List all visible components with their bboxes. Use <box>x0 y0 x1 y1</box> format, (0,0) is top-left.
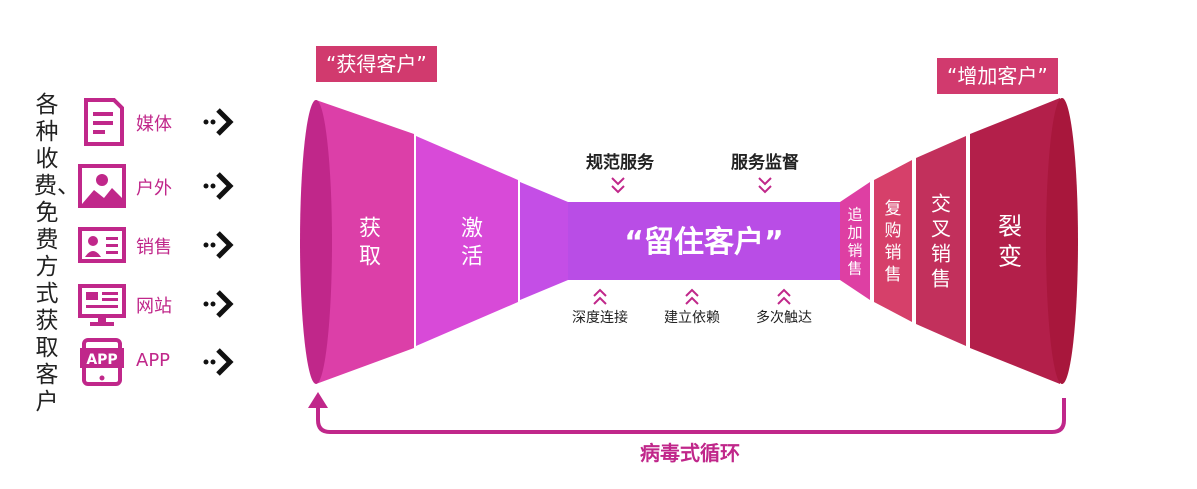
document-icon <box>84 98 124 146</box>
monitor-icon <box>78 284 126 326</box>
chevron-right-icon <box>203 172 234 200</box>
stage-label: 追加销售 <box>847 205 862 277</box>
right-funnel <box>840 98 1078 384</box>
stage-label: 激活 <box>461 217 483 270</box>
stage-label: 交叉销售 <box>931 192 951 291</box>
stage-label: 复购销售 <box>885 199 902 285</box>
down-arrow-icon <box>758 177 772 194</box>
output-label: 建立依赖 <box>664 310 720 326</box>
stage-label: 获取 <box>359 217 381 270</box>
stage-label: 裂变 <box>998 212 1022 270</box>
input-label: 服务监督 <box>731 152 799 173</box>
channel-label: 媒体 <box>136 114 172 135</box>
channel-media: 媒体 <box>78 98 238 146</box>
channel-label: APP <box>136 350 171 371</box>
output-label: 深度连接 <box>572 309 628 326</box>
left-funnel <box>300 100 568 384</box>
chevron-right-icon <box>203 231 234 259</box>
loop-arrow <box>316 398 1066 434</box>
loop-label: 病毒式循环 <box>640 441 740 465</box>
channel-website: 网站 <box>78 280 238 328</box>
svg-text:APP: APP <box>86 352 117 368</box>
up-arrow-icon <box>685 288 699 305</box>
chevron-right-icon <box>203 348 234 376</box>
up-arrow-icon <box>777 288 791 305</box>
channel-label: 户外 <box>136 178 172 199</box>
chevron-right-icon <box>203 290 234 318</box>
channel-label: 销售 <box>136 237 172 258</box>
acquire-tag: “获得客户” <box>316 46 437 82</box>
chevron-right-icon <box>203 108 234 136</box>
retain-label: “留住客户” <box>624 225 783 260</box>
up-arrowhead-icon <box>308 392 328 408</box>
up-arrow-icon <box>593 288 607 305</box>
id-card-icon <box>78 227 126 263</box>
channel-sales: 销售 <box>78 221 238 269</box>
image-icon <box>78 164 126 208</box>
output-label: 多次触达 <box>756 309 812 326</box>
grow-tag: “增加客户” <box>937 58 1058 94</box>
channel-label: 网站 <box>136 296 172 317</box>
left-title: 各种收费、免费方式获取客户 <box>34 92 80 415</box>
channel-app: APP APP <box>78 338 238 386</box>
channel-outdoor: 户外 <box>78 162 238 210</box>
down-arrow-icon <box>611 177 625 194</box>
retain-tube <box>568 202 840 280</box>
tablet-app-icon: APP <box>80 338 124 386</box>
input-label: 规范服务 <box>586 152 655 173</box>
